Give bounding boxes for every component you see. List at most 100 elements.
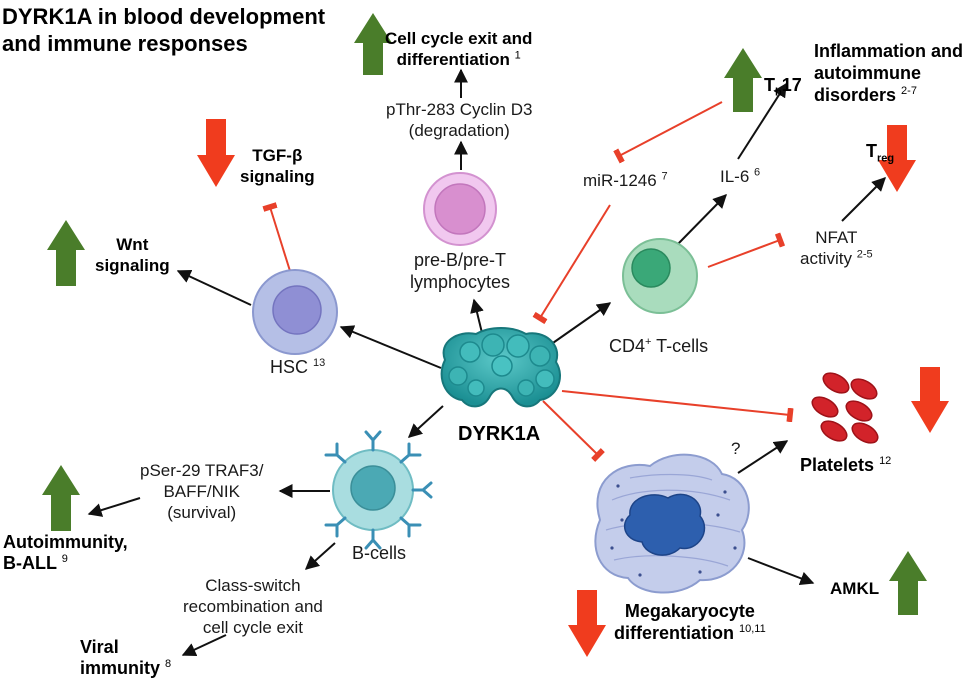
- traf-line-3: (survival): [167, 503, 237, 522]
- nfat-line-1: NFAT: [815, 228, 858, 247]
- direction-arrows: [42, 13, 949, 657]
- inflammation-ref: 2-7: [901, 85, 917, 97]
- treg-label: Treg: [866, 141, 895, 165]
- arrow-traf-to-autoimm: [87, 497, 141, 517]
- arrow-dyrk1a-to-hsc: [339, 325, 442, 369]
- diagram-title: DYRK1A in blood development and immune r…: [2, 3, 325, 57]
- up-arrow-icon: [42, 465, 80, 531]
- nfat-line-2: activity: [800, 249, 852, 268]
- arrow-classswitch-to-viral: [181, 634, 227, 657]
- mir-ref: 7: [661, 170, 668, 183]
- treg-sub: reg: [877, 152, 895, 165]
- cyclin-label: pThr-283 Cyclin D3 (degradation): [386, 99, 532, 141]
- arrow-mega-to-platelets: [737, 440, 789, 474]
- tgf-line-1: TGF-β: [252, 146, 303, 165]
- viral-ref: 8: [165, 658, 172, 670]
- up-arrow-icon: [354, 13, 392, 75]
- autoimmunity-ref: 9: [61, 553, 68, 565]
- mir-label: miR-1246 7: [583, 170, 668, 191]
- cyclin-line-1: pThr-283 Cyclin D3: [386, 100, 533, 119]
- cyclin-line-2: (degradation): [408, 121, 510, 140]
- up-arrow-icon: [889, 551, 927, 615]
- hsc-ref: 13: [313, 357, 326, 369]
- arrow-nfat-to-treg: [841, 177, 886, 222]
- amkl-label: AMKL: [830, 579, 880, 598]
- antibody-icon: [324, 430, 433, 550]
- arrow-mega-to-amkl: [747, 557, 815, 586]
- question-label: ?: [731, 439, 741, 458]
- tgf-label: TGF-β signaling: [240, 145, 315, 187]
- traf-line-2: BAFF/NIK: [163, 482, 240, 501]
- th17-main: T: [764, 75, 775, 95]
- bcell: [324, 430, 433, 550]
- title-line-1: DYRK1A in blood development: [2, 4, 326, 29]
- arrow-dyrk1a-to-bcells: [407, 405, 444, 438]
- cd4-cell: [622, 238, 698, 314]
- arrow-cd4-to-il6: [675, 194, 727, 247]
- hsc-cell: [252, 269, 338, 355]
- classswitch-label: Class-switch recombination and cell cycl…: [183, 575, 323, 638]
- wnt-line-2: signaling: [95, 256, 170, 275]
- th17-tail: 17: [781, 75, 802, 95]
- inhibit-mir-to-dyrk1a: [532, 204, 611, 325]
- viral-line-2: immunity: [80, 658, 161, 678]
- cell-cycle-line-1: Cell cycle exit and: [385, 29, 533, 48]
- down-arrow-icon: [568, 590, 606, 657]
- il6-label: IL-6 6: [720, 166, 760, 187]
- preb-label: pre-B/pre-T lymphocytes: [410, 249, 510, 293]
- preb-line-2: lymphocytes: [410, 272, 511, 292]
- autoimmunity-line-1: Autoimmunity,: [3, 532, 128, 552]
- cd4-label: CD4+ T-cells: [609, 336, 708, 357]
- nfat-label: NFAT activity 2-5: [800, 227, 873, 269]
- up-arrow-icon: [724, 48, 762, 112]
- autoimmunity-line-2: B-ALL: [3, 553, 57, 573]
- preb-cell: [423, 172, 497, 246]
- platelets-label: Platelets 12: [800, 455, 891, 476]
- platelets-icon: [811, 372, 879, 444]
- inhibit-dyrk1a-to-mega: [542, 400, 605, 462]
- inhibit-dyrk1a-to-platelets: [561, 390, 794, 423]
- th17-label: Th17: [764, 75, 802, 99]
- up-arrow-icon: [47, 220, 85, 286]
- th17-sub: h: [775, 86, 782, 99]
- dyrk1a-protein-icon: [440, 327, 561, 408]
- inflammation-line-1: Inflammation and: [814, 41, 964, 61]
- down-arrow-icon: [911, 367, 949, 433]
- inhibition-lines: [262, 101, 794, 462]
- cd4-sup: +: [645, 336, 652, 348]
- preb-line-1: pre-B/pre-T: [414, 250, 507, 270]
- cell-cycle-line-2: differentiation: [396, 50, 510, 69]
- mega-label: Megakaryocyte differentiation 10,11: [614, 600, 766, 644]
- platelets-name: Platelets: [800, 455, 875, 475]
- inflammation-line-2: autoimmune: [814, 63, 922, 83]
- mir-name: miR-1246: [583, 171, 657, 190]
- platelets-ref: 12: [879, 455, 892, 467]
- inflammation-label: Inflammation and autoimmune disorders 2-…: [814, 40, 963, 106]
- inhibit-cd4-to-nfat: [707, 232, 786, 268]
- inhibit-th17-to-mir: [613, 101, 723, 164]
- wnt-line-1: Wnt: [116, 235, 149, 254]
- down-arrow-icon: [878, 125, 916, 192]
- nfat-ref: 2-5: [856, 248, 873, 261]
- dyrk1a-label: DYRK1A: [458, 423, 541, 445]
- arrow-hsc-to-wnt: [176, 269, 252, 306]
- autoimmunity-label: Autoimmunity, B-ALL 9: [3, 532, 128, 574]
- cell-cycle-ref: 1: [514, 49, 521, 62]
- il6-ref: 6: [754, 166, 761, 179]
- hsc-name: HSC: [270, 357, 309, 377]
- bcells-label: B-cells: [352, 543, 407, 563]
- hsc-label: HSC 13: [270, 357, 325, 378]
- tgf-line-2: signaling: [240, 167, 315, 186]
- down-arrow-icon: [197, 119, 235, 187]
- cd4-suffix: T-cells: [651, 336, 709, 356]
- megakaryocyte-icon: [594, 453, 750, 594]
- classswitch-line-3: cell cycle exit: [202, 618, 303, 637]
- inhibit-hsc-to-tgf: [262, 202, 291, 272]
- il6-name: IL-6: [720, 167, 750, 186]
- traf-label: pSer-29 TRAF3/ BAFF/NIK (survival): [140, 460, 263, 523]
- arrow-dyrk1a-to-cd4: [549, 302, 612, 346]
- traf-line-1: pSer-29 TRAF3/: [140, 461, 264, 480]
- arrow-il6-to-th17: [737, 82, 787, 160]
- arrow-bcells-to-classswitch: [304, 542, 336, 570]
